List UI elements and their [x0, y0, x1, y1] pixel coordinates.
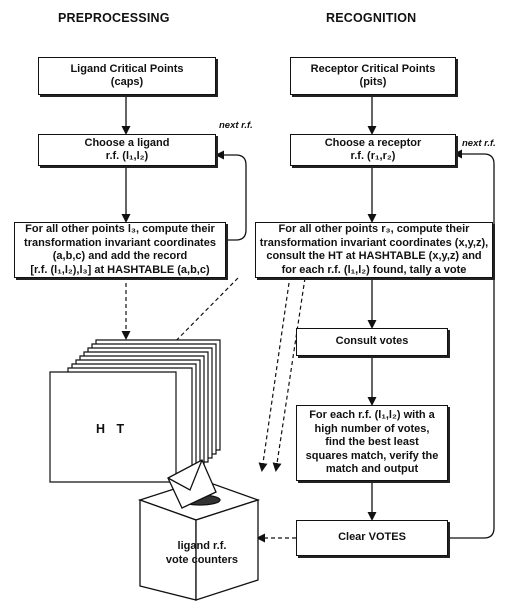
box-line: transformation invariant coordinates (x,…	[259, 236, 489, 249]
loop-next-rf-right	[447, 149, 495, 539]
box-line: r.f. (l₁,l₂)	[105, 150, 149, 162]
box-line: (a,b,c) and add the record	[52, 250, 188, 262]
heading-recognition: RECOGNITION	[326, 11, 417, 25]
hashtable-stack	[49, 339, 221, 483]
box-ligand-compute: For all other points l₃, compute their t…	[14, 222, 226, 278]
box-line: For each r.f. (l₁,l₂) with a	[309, 409, 435, 422]
box-line: Ligand Critical Points	[70, 62, 184, 75]
box-choose-ligand: Choose a ligand r.f. (l₁,l₂)	[38, 134, 216, 166]
box-clear-votes: Clear VOTES	[296, 520, 448, 556]
box-line: Receptor Critical Points	[310, 62, 436, 75]
edge-label-next-rf-left: next r.f.	[219, 120, 253, 131]
dashed-receptor-to-ballot	[272, 277, 306, 472]
heading-preprocessing: PREPROCESSING	[58, 11, 170, 25]
box-line: Choose a ligand	[84, 136, 170, 149]
hashtable-label: H T	[96, 422, 129, 436]
box-line: r.f. (r₁,r₂)	[350, 150, 396, 162]
box-line: Choose a receptor	[324, 136, 422, 149]
ballot-box	[137, 459, 261, 601]
box-line: For all other points r₃, compute their	[278, 223, 470, 235]
edge-label-next-rf-right: next r.f.	[462, 138, 496, 149]
box-line: find the best least	[325, 436, 419, 449]
ballot-box-label: ligand r.f. vote counters	[150, 540, 254, 567]
ballot-label-line: vote counters	[165, 553, 239, 566]
box-consult-votes: Consult votes	[296, 328, 448, 356]
box-line: [r.f. (l₁,l₂),l₃] at HASHTABLE (a,b,c)	[30, 263, 210, 276]
box-receptor-critical-points: Receptor Critical Points (pits)	[290, 57, 456, 95]
box-line: For all other points l₃, compute their	[25, 223, 215, 235]
ballot-label-line: ligand r.f.	[177, 540, 227, 552]
box-line: (pits)	[359, 76, 387, 88]
box-line: Consult votes	[335, 335, 409, 348]
box-best-match: For each r.f. (l₁,l₂) with a high number…	[296, 405, 448, 481]
box-line: transformation invariant coordinates	[24, 236, 216, 249]
dashed-receptor-to-ht	[258, 275, 291, 472]
box-line: high number of votes,	[314, 422, 430, 435]
box-line: squares match, verify the	[305, 449, 439, 462]
box-line: for each r.f. (l₁,l₂) found, tally a vot…	[281, 263, 467, 276]
box-ligand-critical-points: Ligand Critical Points (caps)	[38, 57, 216, 95]
box-line: Clear VOTES	[338, 531, 406, 544]
box-line: match and output	[325, 463, 419, 476]
box-line: (caps)	[110, 76, 144, 88]
loop-next-rf-left	[215, 150, 247, 241]
box-line: consult the HT at HASHTABLE (x,y,z) and	[266, 250, 482, 262]
box-receptor-compute: For all other points r₃, compute their t…	[255, 222, 493, 278]
box-choose-receptor: Choose a receptor r.f. (r₁,r₂)	[290, 134, 456, 166]
